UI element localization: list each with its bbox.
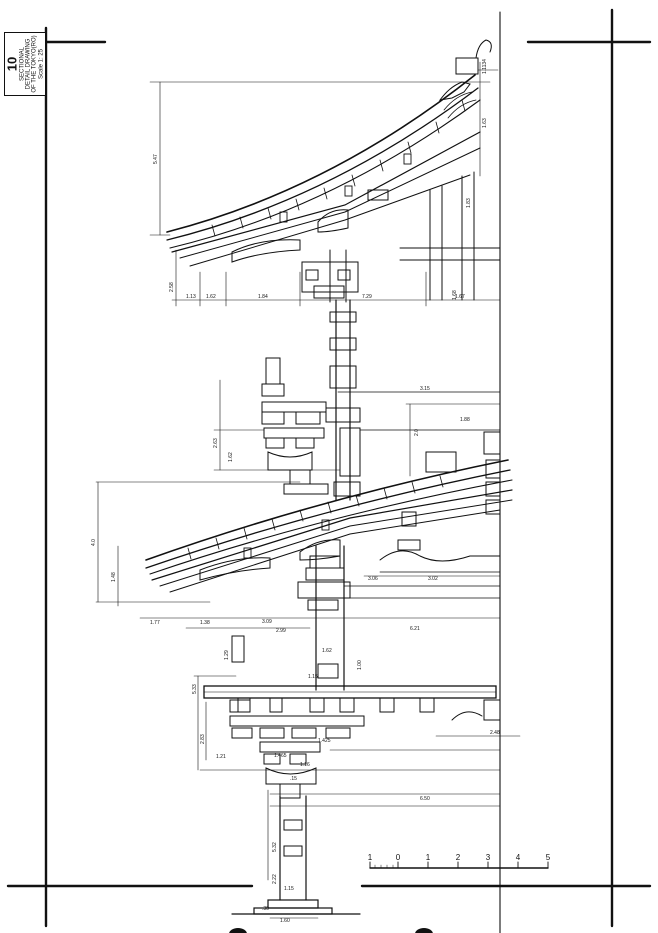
scale-label: 1	[426, 853, 431, 862]
dim-label: 1.62	[206, 294, 216, 300]
sheet-title-line-3: OF THE TOKYO(RO)	[31, 35, 38, 93]
dim-label: 1.84	[258, 294, 268, 300]
dimension-labels: 1.1134 1.63 1.83 1.68 5.47 2.58 1.13 1.6…	[91, 59, 500, 924]
central-post	[325, 299, 501, 501]
dim-label: 1.68	[452, 290, 458, 300]
scale-labels: 1 0 1 2 3 4 5	[368, 853, 551, 862]
dim-label: 1.00	[357, 660, 363, 670]
scale-label: 0	[396, 853, 401, 862]
dim-label: 1.83	[466, 198, 472, 208]
dimension-lines	[95, 61, 521, 919]
scale-label: 3	[486, 853, 491, 862]
sheet-number: 10	[4, 56, 20, 72]
dim-label: 3.09	[262, 619, 272, 625]
dim-label: 5.47	[153, 154, 159, 164]
dim-label: 1.29	[224, 650, 230, 660]
dim-label: 1.38	[200, 620, 210, 626]
dim-label: .30	[262, 906, 269, 912]
scale-bar	[369, 861, 549, 869]
dim-label: 2.99	[276, 628, 286, 634]
dim-label: 3.02	[428, 576, 438, 582]
dim-label: 2.48	[490, 730, 500, 736]
dim-label: 3.15	[420, 386, 430, 392]
middle-bracket	[261, 357, 329, 495]
dim-label: 2.0	[414, 429, 420, 436]
base-column	[231, 795, 361, 915]
right-bracket-upper	[379, 431, 501, 573]
scale-label: 5	[546, 853, 551, 862]
dim-label: 5.32	[272, 842, 278, 852]
scale-label: 4	[516, 853, 521, 862]
sheet-scale: Scale 1: 25	[38, 48, 45, 80]
dim-label: 1.77	[150, 620, 160, 626]
dim-label: 6.50	[420, 796, 430, 802]
dim-label: 1.13	[186, 294, 196, 300]
dim-label: 2.83	[200, 734, 206, 744]
dim-label: 1.48	[111, 572, 117, 582]
dim-label: 2.63	[213, 438, 219, 448]
upper-roof	[166, 39, 492, 267]
lower-roof	[145, 451, 513, 593]
dim-label: 1.21	[216, 754, 226, 760]
balcony-beam	[203, 685, 501, 721]
scale-label: 2	[456, 853, 461, 862]
dim-label: 1.67	[455, 294, 465, 300]
binding-holes	[229, 928, 433, 933]
dim-label: 1.16	[300, 762, 310, 768]
dim-label: 1.15	[284, 886, 294, 892]
dim-label: 1.63	[482, 118, 488, 128]
dim-label: 5.33	[192, 684, 198, 694]
dim-label: 1.62	[228, 452, 234, 462]
dim-label: 1.15	[308, 674, 318, 680]
dim-label: 4.0	[91, 539, 97, 546]
dim-label: 6.21	[410, 626, 420, 632]
dim-label: 1.1134	[482, 59, 488, 74]
upper-framing	[301, 171, 501, 303]
lower-bracket	[229, 635, 365, 799]
scale-label: 1	[368, 853, 373, 862]
dim-label: 2.58	[169, 282, 175, 292]
dim-label: .15	[290, 776, 297, 782]
dim-label: 3.06	[368, 576, 378, 582]
dim-label: 1.60	[280, 918, 290, 924]
dim-label: 1.88	[460, 417, 470, 423]
dim-label: 2.22	[272, 874, 278, 884]
sheet-border	[6, 8, 652, 928]
dim-label: 1.425	[318, 738, 331, 744]
dim-label: 7.29	[362, 294, 372, 300]
title-block: 10 SECTIONAL DETAIL DRAWING OF THE TOKYO…	[4, 32, 46, 96]
dim-label: 1.465	[274, 753, 287, 759]
title-block-text: 10 SECTIONAL DETAIL DRAWING OF THE TOKYO…	[4, 33, 45, 95]
dim-label: 1.62	[322, 648, 332, 654]
